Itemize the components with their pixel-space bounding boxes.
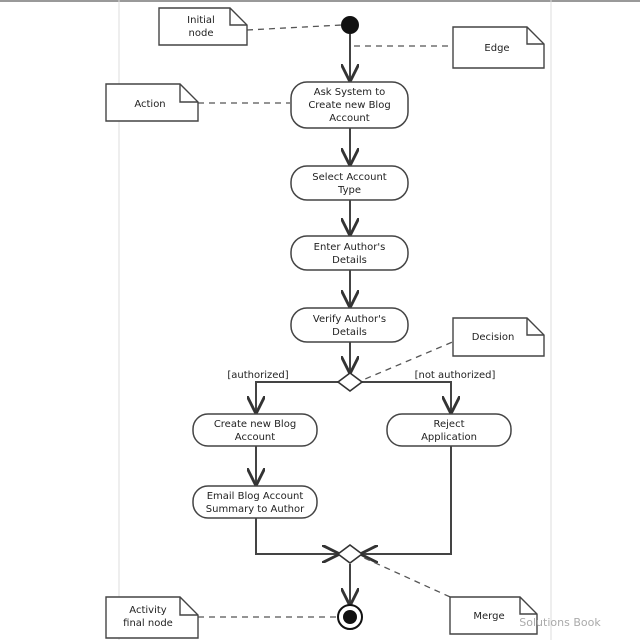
edge-decision-to-create <box>256 381 340 412</box>
edge-decision-to-reject <box>360 381 451 412</box>
svg-text:Decision: Decision <box>472 332 515 343</box>
svg-text:Action: Action <box>134 99 165 110</box>
note-connectors <box>198 24 471 618</box>
edge-reject-to-merge <box>362 446 452 554</box>
note-action: Action <box>105 83 199 122</box>
guard-not-authorized: [not authorized] <box>415 370 496 381</box>
connector-decision <box>357 337 463 383</box>
connector-initial-node <box>246 24 343 31</box>
svg-text:Edge: Edge <box>484 43 509 54</box>
edge-email-to-merge <box>255 518 338 554</box>
connector-merge <box>359 555 471 607</box>
note-edge: Edge <box>452 26 545 69</box>
flow-edges <box>256 34 451 604</box>
note-decision: Decision <box>452 317 545 357</box>
decision-node-icon <box>336 372 364 392</box>
guard-authorized: [authorized] <box>227 370 288 381</box>
svg-text:Merge: Merge <box>473 611 504 622</box>
watermark: Solutions Book <box>519 616 601 629</box>
initial-node-icon <box>341 16 359 34</box>
note-merge: Merge <box>449 596 538 635</box>
activity-final-node-icon <box>337 604 363 630</box>
merge-node-icon <box>336 544 364 564</box>
